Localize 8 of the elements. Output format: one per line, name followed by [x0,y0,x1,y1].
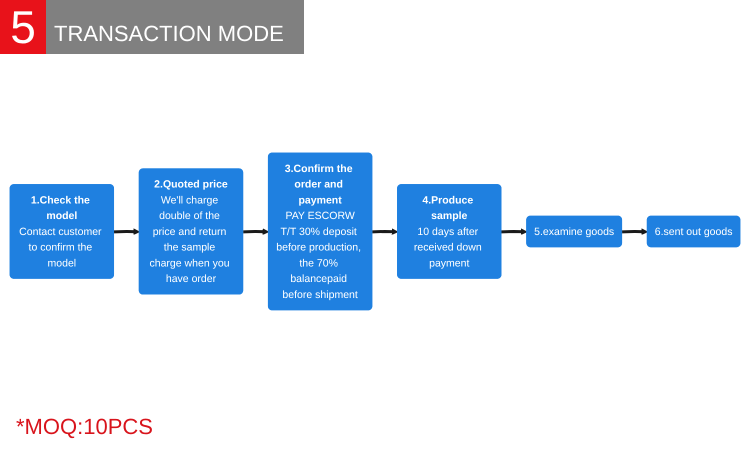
note-text: *MOQ:10PCS [16,414,153,440]
arrow [622,228,648,234]
arrow [114,228,140,234]
arrow [501,228,528,234]
section-title: TRANSACTION MODE [46,0,304,54]
arrow [243,228,269,234]
section-number: 5 [0,0,46,54]
arrow [372,228,398,234]
